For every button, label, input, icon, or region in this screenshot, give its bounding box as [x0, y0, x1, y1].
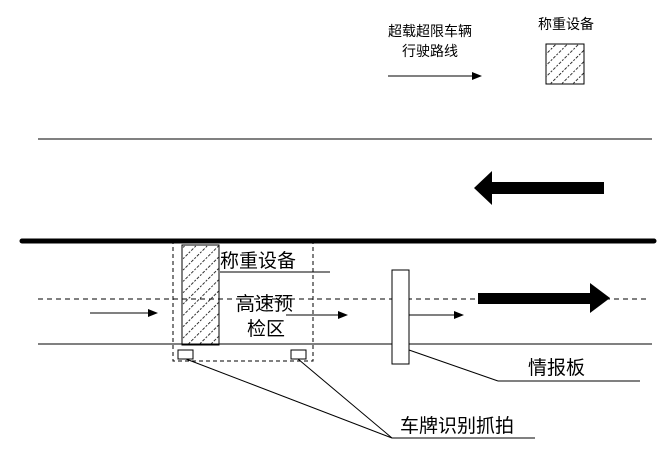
legend-device-label: 称重设备: [538, 16, 594, 33]
info-board: [391, 269, 410, 365]
precheck-label-line1: 高速预: [236, 293, 293, 315]
right-traffic-arrow-shaft: [478, 293, 592, 304]
legend-route-arrow-head: [472, 72, 482, 80]
plate-camera-right-leader: [297, 358, 393, 439]
info-board-label: 情报板: [528, 357, 585, 379]
plate-camera-right: [290, 349, 307, 360]
legend-device-symbol: [545, 43, 585, 85]
precheck-zone-box: [172, 239, 314, 362]
legend-route-label-line1: 超载超限车辆: [388, 23, 472, 40]
plate-capture-label: 车牌识别抓拍: [400, 415, 514, 437]
weigh-device: [181, 244, 220, 346]
right-traffic-arrow-head: [590, 283, 610, 313]
left-traffic-arrow-shaft: [490, 182, 604, 194]
plate-camera-left: [177, 349, 194, 360]
flow-arrow-2-head: [338, 311, 348, 319]
legend-route-label-line2: 行驶路线: [402, 44, 458, 60]
plate-camera-left-leader: [185, 358, 393, 439]
flow-arrow-1-head: [148, 309, 158, 317]
weigh-device-label: 称重设备: [220, 250, 296, 272]
precheck-label-line2: 检区: [247, 318, 285, 340]
flow-arrow-3-head: [454, 311, 464, 319]
left-traffic-arrow-head: [474, 171, 492, 205]
info-board-leader-line: [408, 349, 499, 382]
